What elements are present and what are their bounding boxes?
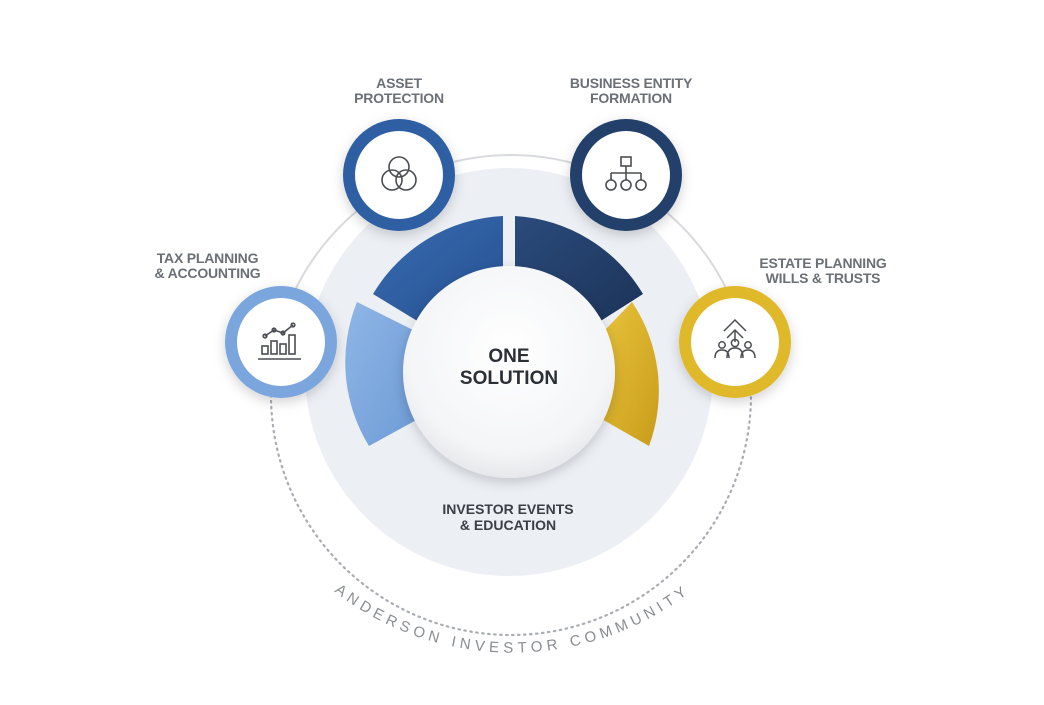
family-house-icon bbox=[714, 318, 756, 359]
segment-asset-protection bbox=[373, 216, 503, 322]
label-line: PROTECTION bbox=[354, 90, 444, 106]
events-line: INVESTOR EVENTS bbox=[442, 501, 574, 517]
label-line: ESTATE PLANNING bbox=[759, 255, 887, 271]
events-line: & EDUCATION bbox=[459, 517, 557, 533]
badge-tax-planning-accounting bbox=[225, 286, 337, 398]
badge-business-entity-formation bbox=[570, 119, 682, 231]
bar-chart-trend-icon bbox=[258, 322, 301, 360]
label-line: TAX PLANNING bbox=[156, 250, 259, 266]
center-title-line: ONE bbox=[488, 346, 530, 367]
outer-ring bbox=[270, 154, 752, 396]
label-line: WILLS & TRUSTS bbox=[765, 270, 881, 286]
label-business-entity-formation: BUSINESS ENTITY FORMATION bbox=[556, 76, 706, 106]
center-title: ONE SOLUTION bbox=[409, 346, 609, 390]
label-estate-planning: ESTATE PLANNING WILLS & TRUSTS bbox=[748, 256, 898, 286]
badge-estate-planning bbox=[679, 286, 791, 398]
outer-dotted-ring bbox=[269, 393, 753, 637]
venn-icon bbox=[381, 156, 417, 191]
segment-tax-planning bbox=[345, 302, 420, 446]
badge-asset-protection bbox=[343, 119, 455, 231]
label-line: ASSET bbox=[376, 75, 422, 91]
events-label: INVESTOR EVENTS & EDUCATION bbox=[408, 501, 608, 533]
label-line: FORMATION bbox=[590, 90, 672, 106]
center-circle bbox=[403, 266, 615, 478]
org-chart-icon bbox=[605, 156, 647, 191]
label-asset-protection: ASSET PROTECTION bbox=[339, 76, 459, 106]
community-label: ANDERSON INVESTOR COMMUNITY bbox=[332, 581, 694, 657]
label-line: & ACCOUNTING bbox=[154, 265, 261, 281]
segment-estate-planning bbox=[600, 302, 659, 446]
segment-business-entity bbox=[515, 216, 643, 322]
label-line: BUSINESS ENTITY bbox=[569, 75, 693, 91]
center-title-line: SOLUTION bbox=[459, 368, 559, 389]
label-tax-planning-accounting: TAX PLANNING & ACCOUNTING bbox=[140, 251, 275, 281]
